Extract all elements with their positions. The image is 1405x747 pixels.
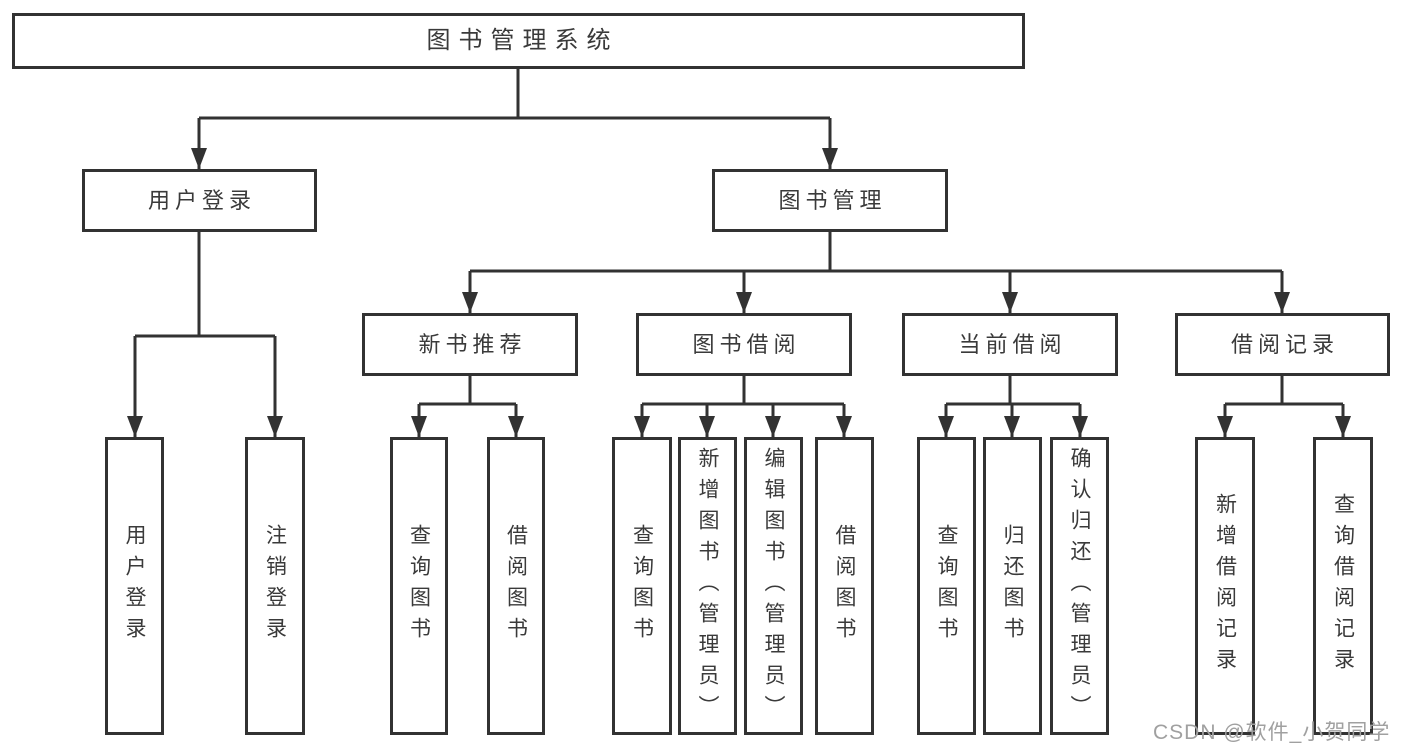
leaf-query-books-recommend: 查询图书 [390,437,448,735]
leaf-label: 查询借阅记录 [1331,493,1355,679]
leaf-label: 新增图书（管理员） [696,446,720,726]
arrow-lines [127,118,1351,437]
leaf-label: 借阅图书 [504,524,528,648]
node-label: 借阅记录 [1230,331,1339,357]
leaf-edit-book-admin: 编辑图书（管理员） [744,437,803,735]
leaf-confirm-return-admin: 确认归还（管理员） [1050,437,1109,735]
leaf-borrow-books-recommend: 借阅图书 [487,437,545,735]
node-book-management: 图书管理 [712,169,948,232]
node-label: 当前借阅 [958,331,1067,357]
leaf-query-books-borrowing: 查询图书 [612,437,672,735]
node-new-book-recommend: 新书推荐 [362,313,578,376]
leaf-query-books-current: 查询图书 [917,437,976,735]
leaf-add-book-admin: 新增图书（管理员） [678,437,737,735]
leaf-logout: 注销登录 [245,437,305,735]
leaf-return-book: 归还图书 [983,437,1042,735]
leaf-label: 查询图书 [935,524,959,648]
node-label: 图书管理系统 [426,27,619,54]
node-book-borrowing: 图书借阅 [636,313,852,376]
leaf-label: 确认归还（管理员） [1068,446,1092,726]
node-current-borrowing: 当前借阅 [902,313,1118,376]
node-label: 用户登录 [147,187,256,213]
node-label: 新书推荐 [418,331,527,357]
leaf-user-login: 用户登录 [105,437,164,735]
csdn-watermark: CSDN @软件_小贺同学 [1153,721,1391,744]
node-label: 图书管理 [778,187,887,213]
leaf-query-borrow-record: 查询借阅记录 [1313,437,1373,735]
leaf-label: 查询图书 [407,524,431,648]
node-library-management-system: 图书管理系统 [12,13,1025,69]
leaf-label: 编辑图书（管理员） [762,446,786,726]
leaf-add-borrow-record: 新增借阅记录 [1195,437,1255,735]
trunk-lines [135,69,1343,406]
leaf-borrow-books-borrowing: 借阅图书 [815,437,874,735]
node-borrowing-records: 借阅记录 [1175,313,1390,376]
leaf-label: 归还图书 [1001,524,1025,648]
leaf-label: 注销登录 [263,524,287,648]
leaf-label: 借阅图书 [833,524,857,648]
leaf-label: 用户登录 [123,524,147,648]
leaf-label: 新增借阅记录 [1213,493,1237,679]
leaf-label: 查询图书 [630,524,654,648]
node-user-login: 用户登录 [82,169,317,232]
node-label: 图书借阅 [692,331,801,357]
